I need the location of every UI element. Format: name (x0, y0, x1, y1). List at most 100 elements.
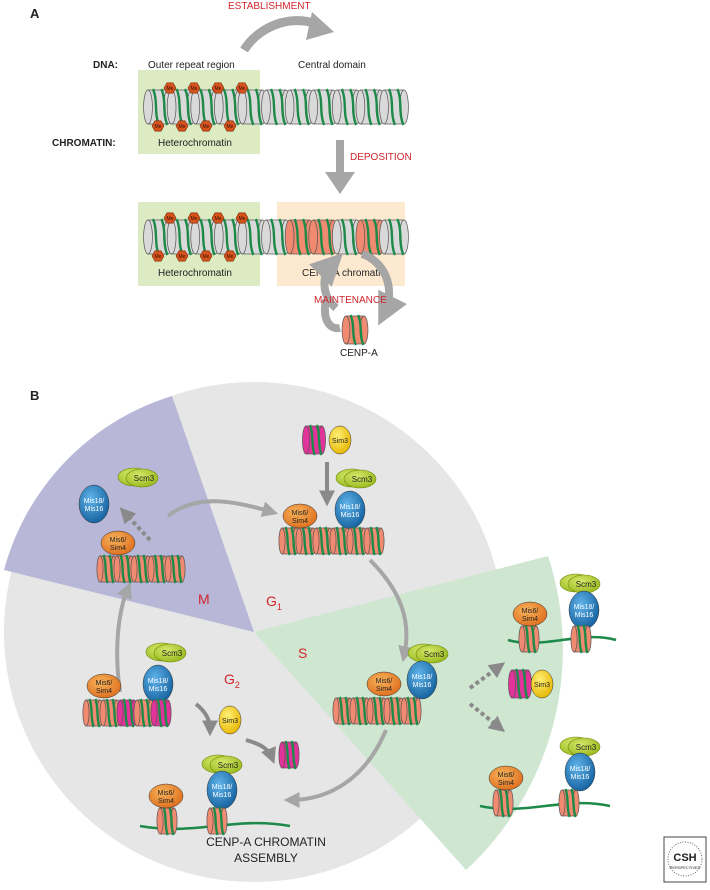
dna-wrap (364, 218, 373, 256)
scm3-label: Scm3 (576, 580, 597, 589)
cenpa-chromatin-label: CENP-A chromatin (302, 268, 386, 279)
mis6-sim4: Mis6/Sim4 (512, 601, 548, 627)
mis6-sim4-label: Mis6/ (292, 510, 309, 517)
methyl-label: Me (215, 86, 222, 92)
mis18-mis16-label: Mis18/ (212, 784, 233, 791)
sim3-protein-label: Sim3 (332, 438, 348, 445)
mis18-mis16-label: Mis16 (85, 506, 104, 513)
methyl-mark: Me (235, 212, 249, 224)
dna-wrap (159, 554, 166, 584)
scm3-label: Scm3 (218, 761, 239, 770)
maintenance-arrow-bottom (321, 299, 341, 333)
dna-wrap (183, 88, 193, 126)
mis18-mis16-label: Mis18/ (84, 498, 105, 505)
arrow-g2-sim3-in (194, 702, 218, 737)
phase-g2-label: G2 (224, 671, 240, 690)
establishment-label: ESTABLISHMENT (228, 1, 311, 12)
scm3-protein: Scm3 (335, 468, 377, 489)
nucleosome (302, 424, 326, 456)
mis6-sim4-label: Mis6/ (376, 678, 393, 685)
mis6-sim4-label: Sim4 (522, 616, 538, 623)
dna-wrap (349, 314, 358, 346)
dna-wrap (142, 554, 149, 584)
methyl-mark: Me (235, 82, 249, 94)
nucleosome (558, 788, 580, 818)
dna-wrap (88, 698, 95, 728)
nucleosome (143, 218, 173, 256)
dna-wrap (269, 88, 279, 126)
mis18-mis16: Mis18/Mis16 (78, 484, 110, 524)
nucleosome (570, 624, 592, 654)
mis18-mis16: Mis18/Mis16 (568, 590, 600, 630)
dna-wrap (355, 696, 362, 726)
dna-wrap (349, 88, 358, 126)
cenpa-nucleosome (341, 314, 369, 346)
dna-wrap (301, 218, 311, 256)
maintenance-arrow-right (360, 250, 407, 326)
dna-wrap (207, 88, 216, 126)
nucleosome (278, 740, 300, 770)
dna-wrap (284, 526, 291, 556)
mis6-sim4-label: Mis6/ (96, 680, 113, 687)
outer-repeat-label: Outer repeat region (148, 60, 235, 71)
dna-wrap (108, 554, 115, 584)
methyl-mark: Me (211, 212, 225, 224)
mis18-mis16-label: Mis18/ (340, 504, 361, 511)
dna-wrap (301, 88, 311, 126)
mis18-mis16-label: Mis16 (341, 512, 360, 519)
dna-wrap (168, 806, 175, 836)
logo-text: CSH (673, 852, 696, 864)
nucleosome (206, 806, 228, 836)
dna-wrap (582, 624, 589, 654)
dna-wrap (344, 696, 351, 726)
dna-wrap (372, 696, 379, 726)
nucleosome (332, 696, 354, 726)
dna-wrap (315, 424, 323, 456)
dna-wrap (369, 526, 376, 556)
methyl-mark: Me (187, 212, 201, 224)
dna-wrap (308, 424, 316, 456)
assembly-title-line2: ASSEMBLY (234, 851, 298, 865)
panel-b-complexes: Scm3Mis18/Mis16Mis6/Sim4Sim3Scm3Mis18/Mi… (78, 424, 617, 836)
mis6-sim4-label: Sim4 (292, 518, 308, 525)
dna-wrap (136, 554, 143, 584)
mis18-mis16-label: Mis18/ (574, 604, 595, 611)
methyl-mark: Me (151, 250, 165, 262)
nucleosome (355, 88, 386, 126)
dna-wrap (324, 526, 331, 556)
cenpa-label: CENP-A (340, 348, 378, 359)
mis18-mis16-label: Mis16 (413, 682, 432, 689)
mis6-sim4: Mis6/Sim4 (100, 530, 136, 556)
nucleosome (156, 806, 178, 836)
dna-wrap (349, 218, 358, 256)
dna-wrap (514, 668, 522, 700)
establishment-arrowhead (306, 12, 334, 40)
dna-wrap (378, 696, 385, 726)
phase-m-label: M (198, 591, 210, 607)
dna-wrap (293, 218, 302, 256)
methyl-mark: Me (199, 120, 213, 132)
mis6-sim4-label: Sim4 (498, 780, 514, 787)
sim3-protein-label: Sim3 (222, 718, 238, 725)
dna-wrap (307, 526, 314, 556)
dna-wrap (412, 696, 419, 726)
methyl-label: Me (227, 254, 234, 260)
dna-wrap (335, 526, 342, 556)
dna-wrap (246, 88, 255, 126)
dna-wrap (361, 696, 368, 726)
dna-row-label: DNA: (93, 60, 118, 71)
scm3-label: Scm3 (424, 650, 445, 659)
dna-wrap (356, 314, 365, 346)
mis18-mis16: Mis18/Mis16 (564, 752, 596, 792)
dna-wrap (105, 698, 112, 728)
dna-wrap (395, 696, 402, 726)
dna-wrap (254, 218, 263, 256)
central-domain-label: Central domain (298, 60, 366, 71)
dna-wrap (293, 88, 302, 126)
arrow-m-to-g1 (166, 499, 279, 518)
nucleosome (261, 218, 291, 256)
mis18-mis16: Mis18/Mis16 (406, 660, 438, 700)
dna-wrap (183, 218, 193, 256)
